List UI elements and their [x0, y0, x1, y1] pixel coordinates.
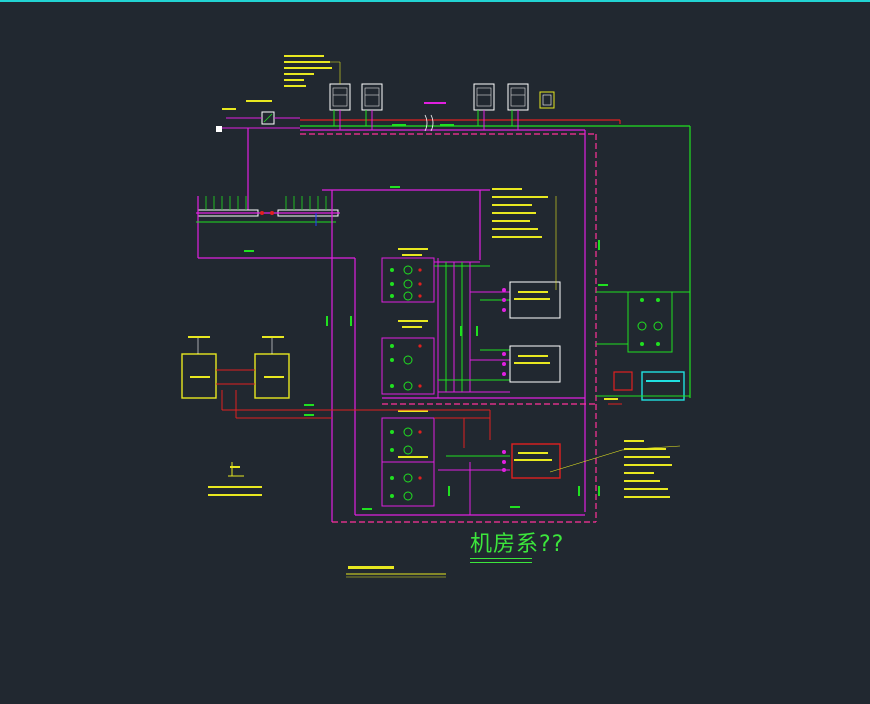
drawing-title-block [346, 566, 446, 578]
cooling-tower-1 [329, 83, 351, 111]
system-title: 机房系?? [470, 532, 565, 557]
heat-exchanger-2 [502, 345, 561, 383]
top-border-line [0, 0, 870, 2]
equipment-notes-bottom [549, 440, 681, 498]
pipe-size-labels [244, 124, 608, 510]
main-risers [322, 120, 691, 523]
tower-annotation [284, 55, 341, 87]
top-header-pipes [300, 102, 690, 135]
system-title-underline-1 [470, 558, 532, 559]
storage-tanks [181, 336, 491, 419]
cooling-tower-3 [473, 83, 495, 111]
expansion-tank [539, 91, 555, 109]
cooling-tower-4 [507, 83, 529, 111]
equipment-notes-top [492, 188, 557, 290]
distributor-collector [196, 196, 355, 259]
cooling-tower-row [284, 55, 555, 111]
chiller-group-3 [381, 410, 510, 515]
heat-exchanger-3 [502, 443, 561, 479]
heat-exchanger-1 [502, 281, 561, 319]
middle-branch-pipes [437, 258, 510, 398]
chiller-group-2 [381, 320, 435, 395]
legend-notes [208, 462, 262, 496]
water-treatment-unit [216, 100, 300, 210]
right-pump-set [596, 291, 690, 405]
chiller-group-1 [381, 248, 490, 303]
cooling-tower-2 [361, 83, 383, 111]
system-title-underline-2 [470, 562, 532, 563]
